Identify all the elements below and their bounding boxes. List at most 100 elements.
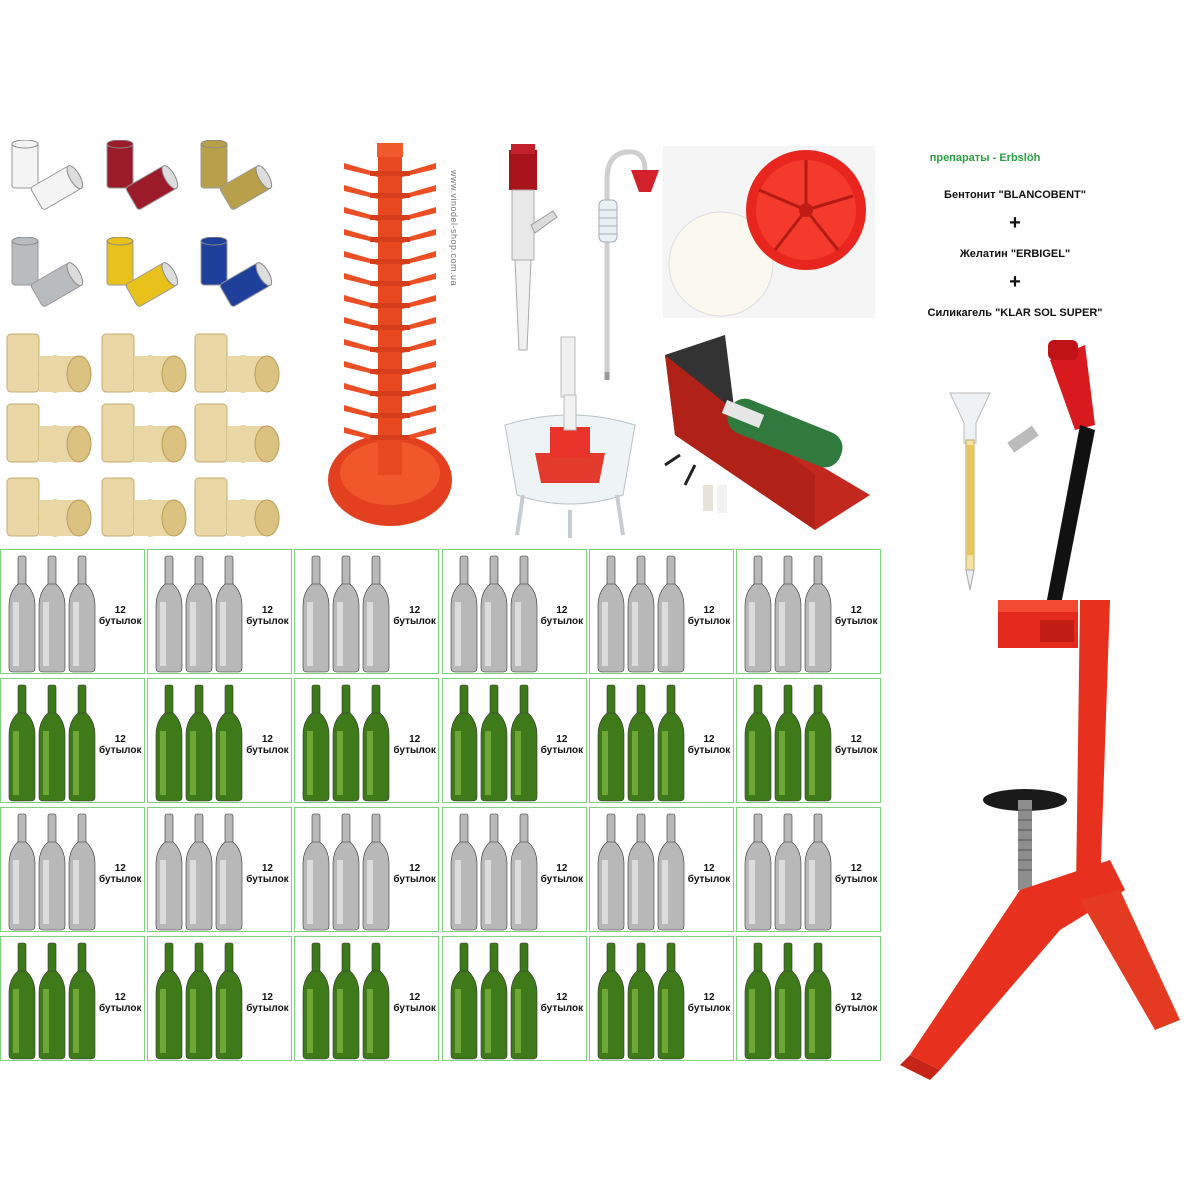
bottle-icon [597,942,625,1060]
bottle-count-unit: бутылок [99,1003,142,1014]
cork-image [5,400,93,472]
bottle-count-number: 12 [703,734,715,745]
supplies-title: препараты - Erbslöh [929,152,1041,164]
bottle-icon [68,555,96,673]
bottle-icon [185,942,213,1060]
bottle-count-number: 12 [114,863,126,874]
bottle-icon [450,813,477,931]
bottle-icon [774,555,802,673]
bottle-icon [215,684,243,802]
bottle-icon [480,942,507,1060]
bottle-icon [363,555,390,673]
bottle-icon [657,684,685,802]
bottle-count-number: 12 [261,992,273,1003]
bottle-count-unit: бутылок [687,616,731,627]
bottle-icon [185,555,213,673]
bottle-icon [627,684,655,802]
silica-gel-label: Силикагель "KLAR SOL SUPER" [927,307,1103,319]
bottle-count-unit: бутылок [393,616,436,627]
bottle-icon [333,684,360,802]
manual-corker [900,340,1180,1080]
bottle-count-number: 12 [850,605,862,616]
bottle-icon [68,684,96,802]
hydrometer [949,392,991,591]
bottle-icon [450,555,477,673]
bottle-count-unit: бутылок [246,874,289,885]
bottle-icon [627,942,655,1060]
bottle-icon [185,684,213,802]
wine-tap [509,144,558,351]
bottle-count-unit: бутылок [835,1003,878,1014]
bottle-icon [38,555,66,673]
bottle-icon [774,684,802,802]
bottle-icon [303,555,330,673]
bottle-icon [8,942,36,1060]
bottle-icon [303,684,330,802]
bottle-icon [8,555,36,673]
bottle-icon [804,555,832,673]
bottle-icon [480,684,507,802]
shrink-capsule-image [103,139,185,212]
bottle-count-number: 12 [556,992,568,1003]
labeling-machine [664,335,870,530]
bottle-count-unit: бутылок [246,616,289,627]
bottle-icon [597,813,625,931]
bottle-count-unit: бутылок [393,874,436,885]
bottle-icon [744,813,772,931]
bottle-icon [363,813,390,931]
bottle-count-number: 12 [114,992,126,1003]
shrink-capsule-image [197,139,279,212]
cork-image [193,330,281,402]
bottle-icon [155,813,183,931]
bottle-count-unit: бутылок [540,616,584,627]
siphon-tube [598,149,659,380]
bottle-icon [510,942,537,1060]
bottle-icon [510,555,537,673]
bottle-icon [333,555,360,673]
bottle-count-number: 12 [409,992,421,1003]
bottle-icon [450,684,477,802]
bottle-count-unit: бутылок [687,1003,731,1014]
plus-sign: + [1009,212,1021,234]
bottle-icon [333,813,360,931]
cork-image [100,474,188,546]
bottle-icon [627,555,655,673]
bottle-count-number: 12 [850,734,862,745]
bottle-count-number: 12 [409,734,421,745]
bottle-icon [744,942,772,1060]
shrink-capsule-image [8,236,90,309]
bottle-icon [215,813,243,931]
bottle-count-unit: бутылок [393,1003,436,1014]
bottle-icon [774,813,802,931]
bottle-count-unit: бутылок [540,745,584,756]
bottle-icon [804,684,832,802]
shrink-capsule-image [103,236,185,309]
cork-image [100,400,188,472]
bottle-count-number: 12 [556,863,568,874]
bottle-count-unit: бутылок [835,616,878,627]
bottle-count-unit: бутылок [835,874,878,885]
